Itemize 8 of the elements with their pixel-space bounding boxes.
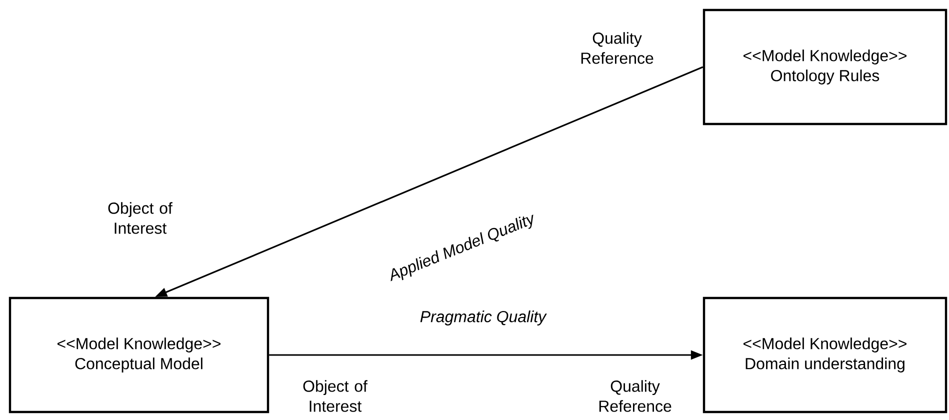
- role-label: Object of Interest: [108, 202, 172, 234]
- role-label: Quality Reference: [599, 380, 672, 412]
- role-label: Object of Interest: [303, 380, 368, 412]
- model-box: <<Model Knowledge>> Conceptual Model: [8, 296, 270, 414]
- model-box: <<Model Knowledge>> Domain understanding: [702, 296, 948, 414]
- model-box: <<Model Knowledge>> Ontology Rules: [702, 8, 948, 126]
- edge-label: Pragmatic Quality: [420, 310, 547, 326]
- role-label: Quality Reference: [581, 32, 654, 64]
